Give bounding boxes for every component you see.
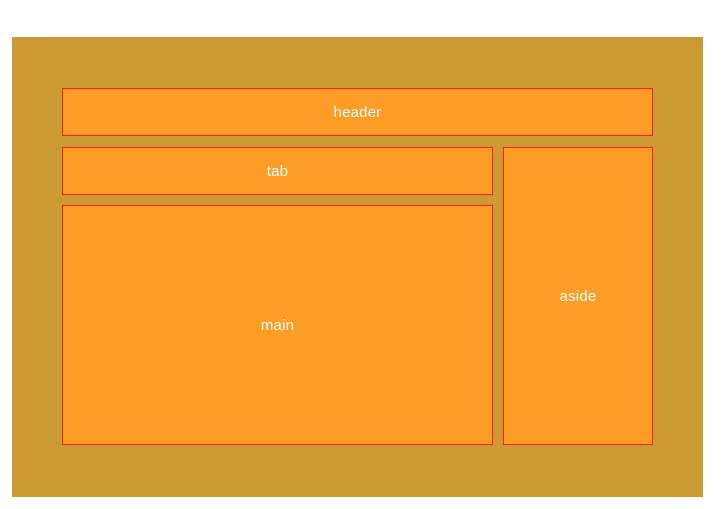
aside-region-label: aside — [559, 287, 597, 305]
main-region-label: main — [260, 316, 295, 334]
header-region-label: header — [333, 103, 382, 121]
header-region: header — [62, 88, 653, 136]
tab-region: tab — [62, 147, 493, 195]
tab-region-label: tab — [266, 162, 289, 180]
layout-canvas: header tab main aside — [12, 37, 703, 497]
main-region: main — [62, 205, 493, 445]
aside-region: aside — [503, 147, 653, 445]
